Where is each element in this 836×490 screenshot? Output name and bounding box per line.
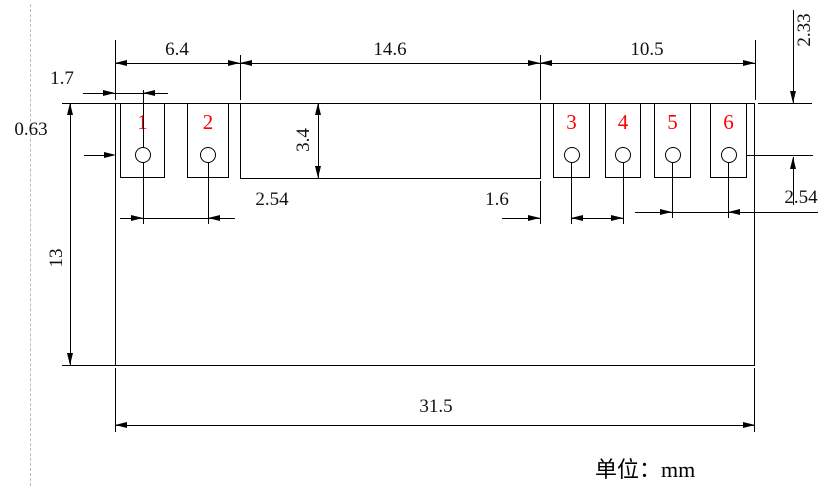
arrowhead — [240, 60, 252, 66]
dim-label: 1.6 — [485, 189, 509, 210]
leader-line — [84, 155, 106, 156]
arrowhead — [790, 91, 796, 103]
ext-line — [143, 90, 144, 147]
center-block-right-edge — [540, 103, 541, 178]
ext-line — [672, 163, 673, 218]
module-bottom-edge — [115, 365, 755, 366]
ext-line — [571, 163, 572, 224]
dim-line — [318, 103, 319, 178]
dim-line — [540, 63, 755, 64]
arrowhead — [67, 103, 73, 115]
arrowhead — [131, 215, 143, 221]
dim-line — [115, 63, 240, 64]
dim-label: 2.54 — [255, 189, 289, 210]
ext-line — [728, 163, 729, 218]
dim-line — [120, 218, 235, 219]
dim-line — [793, 10, 794, 103]
dim-line — [793, 157, 794, 205]
arrowhead — [143, 90, 155, 96]
arrowhead — [228, 60, 240, 66]
center-block-left-edge — [240, 103, 241, 178]
ext-line — [62, 365, 115, 366]
pad-1: 1 — [120, 103, 165, 178]
arrowhead — [528, 60, 540, 66]
arrowhead — [315, 103, 321, 115]
arrowhead — [728, 209, 740, 215]
dim-label: 6.4 — [165, 39, 189, 60]
pad-6: 6 — [710, 103, 747, 178]
ext-line — [208, 162, 209, 224]
ext-line — [62, 103, 115, 104]
unit-note: 单位：mm — [595, 457, 696, 482]
dim-line — [70, 103, 71, 365]
module-right-edge — [754, 103, 755, 365]
arrowhead — [115, 422, 127, 428]
dim-label: 2.33 — [794, 13, 815, 47]
ext-line — [540, 55, 541, 100]
arrowhead — [103, 90, 115, 96]
ext-line — [755, 40, 756, 100]
dim-label: 14.6 — [373, 39, 407, 60]
dim-line — [635, 212, 818, 213]
pad-6-hole — [721, 147, 737, 163]
ext-line — [754, 368, 755, 432]
ext-line — [747, 155, 813, 156]
pin-number-6: 6 — [723, 110, 734, 134]
arrowhead — [660, 209, 672, 215]
ext-line — [115, 40, 116, 100]
dim-label: 31.5 — [419, 396, 453, 417]
arrowhead — [528, 215, 540, 221]
arrowhead — [208, 215, 220, 221]
module-top-edge — [115, 103, 755, 104]
dim-line — [240, 63, 540, 64]
arrowhead — [790, 157, 796, 169]
dim-line — [502, 218, 540, 219]
arrowhead — [315, 166, 321, 178]
pin-number-4: 4 — [617, 110, 629, 134]
arrowhead — [104, 152, 116, 158]
pin-number-5: 5 — [667, 110, 678, 134]
ext-line — [623, 163, 624, 224]
center-block-bottom-edge — [240, 178, 541, 179]
arrowhead — [743, 60, 755, 66]
pin-number-1: 1 — [121, 110, 164, 135]
pin-number-2: 2 — [202, 110, 214, 134]
dim-label: 2.54 — [784, 187, 818, 208]
dim-label: 13 — [46, 248, 67, 268]
arrowhead — [67, 353, 73, 365]
ext-line — [143, 162, 144, 224]
arrowhead — [540, 60, 552, 66]
pad-5-hole — [665, 147, 681, 163]
arrowhead — [743, 422, 755, 428]
arrowhead — [115, 60, 127, 66]
ext-line — [540, 181, 541, 224]
dim-label: 0.63 — [14, 119, 48, 140]
dim-line — [115, 425, 755, 426]
ext-line — [240, 55, 241, 100]
ext-line — [758, 103, 812, 104]
dim-label: 1.7 — [50, 68, 74, 89]
pad-4-hole — [615, 147, 631, 163]
pin-number-3: 3 — [566, 110, 577, 134]
dim-line — [83, 93, 168, 94]
pad-2-hole — [200, 147, 216, 163]
dim-line — [571, 218, 623, 219]
dim-label: 10.5 — [630, 39, 664, 60]
module-left-edge — [115, 103, 116, 365]
ext-line — [115, 368, 116, 432]
dim-label: 3.4 — [293, 128, 314, 152]
pad-1-hole — [135, 147, 151, 163]
arrowhead — [611, 215, 623, 221]
pad-3-hole — [564, 147, 580, 163]
fold-line — [30, 4, 31, 486]
